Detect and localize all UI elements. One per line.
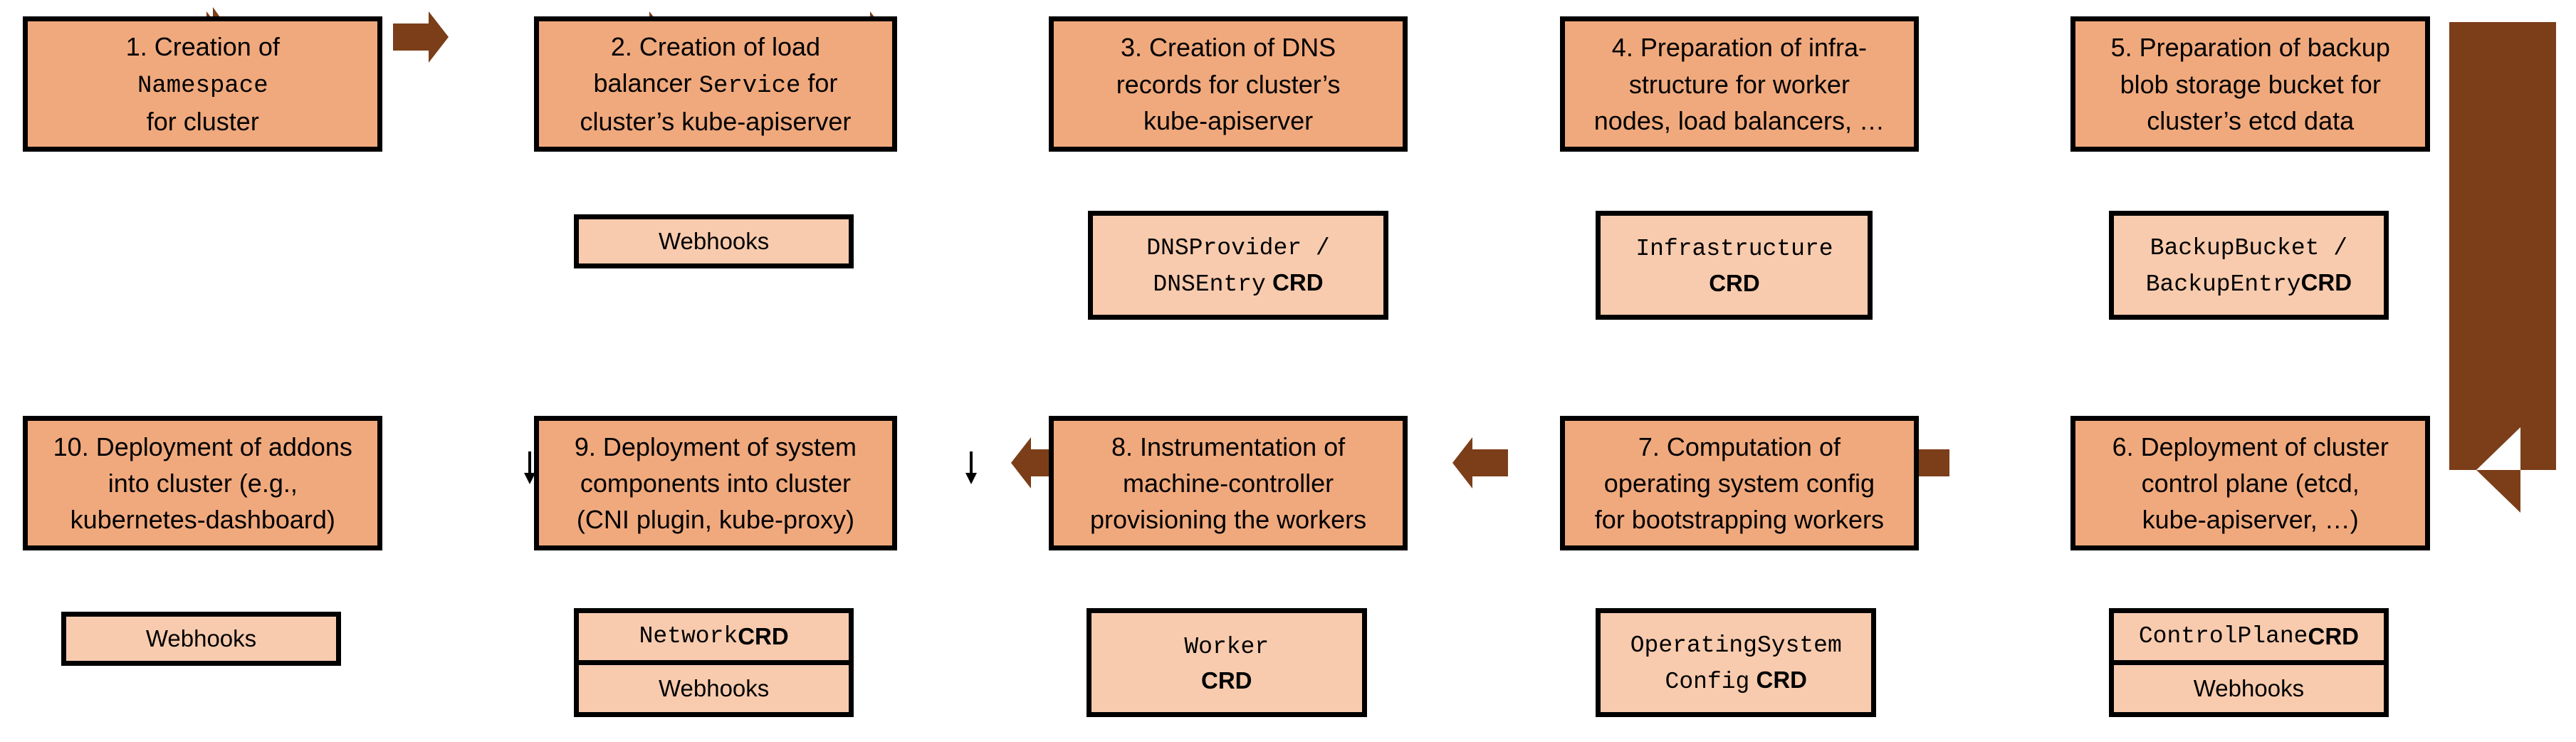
crd-4-line-2: CRD [1709, 270, 1760, 297]
crd-box-4-infrastructure[interactable]: Infrastructure CRD [1596, 211, 1873, 320]
step-2-text: 2. Creation of load balancer Service for… [575, 28, 857, 140]
crd-7-line-2b: CRD [1756, 666, 1808, 693]
step-box-2[interactable]: 2. Creation of load balancer Service for… [534, 16, 897, 152]
crd-4-line-1: Infrastructure [1635, 236, 1833, 263]
crd-5-line-2b: CRD [2300, 268, 2352, 296]
crd-box-6-controlplane[interactable]: ControlPlane CRD Webhooks [2108, 608, 2389, 718]
step-2-line-2b: Service [698, 72, 801, 100]
step-7-line-3: for bootstrapping workers [1594, 505, 1884, 534]
step-6-line-3: kube-apiserver, …) [2142, 505, 2359, 534]
step-6-text: 6. Deployment of cluster control plane (… [2107, 429, 2394, 538]
step-8-line-1: 8. Instrumentation of [1111, 432, 1346, 461]
step-8-line-2: machine-controller [1123, 468, 1334, 498]
crd-8-line-2: CRD [1201, 667, 1252, 694]
crd-cell-7-osc: OperatingSystem Config CRD [1601, 613, 1871, 712]
crd-5-line-2a: BackupEntry [2145, 271, 2301, 298]
crd-6-line-1a: ControlPlane [2138, 623, 2308, 650]
crd-7-line-2a: Config [1665, 668, 1750, 695]
step-7-line-2: operating system config [1603, 468, 1875, 498]
crd-box-2-webhooks[interactable]: Webhooks [573, 214, 854, 269]
step-box-8[interactable]: 8. Instrumentation of machine-controller… [1048, 415, 1408, 551]
step-2-line-1: 2. Creation of load [610, 31, 821, 61]
crd-cell-webhooks: Webhooks [579, 219, 849, 263]
crd-3-line-1: DNSProvider / [1146, 234, 1330, 261]
step-5-text: 5. Preparation of backup blob storage bu… [2105, 29, 2396, 138]
crd-cell-10-webhooks: Webhooks [66, 617, 337, 661]
step-5-line-2: blob storage bucket for [2120, 69, 2381, 99]
elbow-connector-5-to-6 [2449, 22, 2556, 513]
crd-7-line-1: OperatingSystem [1630, 632, 1842, 659]
step-4-text: 4. Preparation of infra- structure for w… [1588, 29, 1890, 138]
crd-box-10-webhooks[interactable]: Webhooks [61, 612, 342, 667]
step-box-7[interactable]: 7. Computation of operating system confi… [1559, 415, 1920, 551]
crd-cell-backup: BackupBucket / BackupEntryCRD [2114, 216, 2384, 315]
crd-9-line-1b: CRD [738, 623, 789, 650]
step-box-3[interactable]: 3. Creation of DNS records for cluster’s… [1048, 16, 1408, 152]
step-6-line-1: 6. Deployment of cluster [2112, 432, 2389, 461]
step-5-line-3: cluster’s etcd data [2147, 105, 2355, 135]
crd-5-line-1: BackupBucket / [2150, 234, 2348, 261]
step-8-line-3: provisioning the workers [1089, 505, 1367, 534]
step-1-line-1: 1. Creation of [125, 31, 280, 61]
step-9-text: 9. Deployment of system components into … [569, 429, 862, 538]
step-box-9[interactable]: 9. Deployment of system components into … [534, 415, 897, 551]
step-3-line-2: records for cluster’s [1116, 69, 1341, 99]
crd-cell-infrastructure: Infrastructure CRD [1601, 216, 1868, 315]
step-10-line-2: into cluster (e.g., [108, 468, 298, 498]
step-1-line-3: for cluster [146, 107, 259, 137]
step-3-line-3: kube-apiserver [1143, 105, 1314, 135]
crd-cell-6-controlplane: ControlPlane CRD [2114, 613, 2384, 660]
step-4-line-3: nodes, load balancers, … [1593, 105, 1885, 135]
step-box-1[interactable]: 1. Creation of Namespace for cluster [23, 16, 383, 152]
step-1-line-2: Namespace [137, 72, 268, 100]
crd-9-webhooks-label: Webhooks [658, 675, 770, 702]
crd-8-line-1: Worker [1184, 633, 1269, 660]
drop-arrowhead-6 [965, 473, 977, 484]
step-10-line-3: kubernetes-dashboard) [70, 505, 335, 534]
step-box-4[interactable]: 4. Preparation of infra- structure for w… [1559, 16, 1920, 152]
crd-cell-dns: DNSProvider / DNSEntry CRD [1093, 216, 1383, 315]
crd-cell-6-webhooks: Webhooks [2113, 660, 2384, 712]
crd-box-3-dns[interactable]: DNSProvider / DNSEntry CRD [1088, 211, 1388, 320]
step-2-line-2a: balancer [593, 68, 699, 98]
step-10-line-1: 10. Deployment of addons [53, 432, 352, 461]
block-arrow-2-3 [393, 11, 449, 63]
step-2-line-2c: for [800, 68, 838, 98]
step-5-line-1: 5. Preparation of backup [2110, 33, 2390, 63]
step-9-line-3: (CNI plugin, kube-proxy) [576, 505, 855, 534]
crd-3-line-2a: DNSEntry [1153, 271, 1266, 298]
step-3-text: 3. Creation of DNS records for cluster’s… [1111, 29, 1346, 138]
step-9-line-2: components into cluster [580, 468, 852, 498]
step-8-text: 8. Instrumentation of machine-controller… [1084, 429, 1372, 538]
step-6-line-2: control plane (etcd, [2141, 468, 2360, 498]
step-4-line-2: structure for worker [1628, 69, 1850, 99]
step-box-5[interactable]: 5. Preparation of backup blob storage bu… [2070, 16, 2431, 152]
crd-cell-9-network: Network CRD [579, 613, 849, 660]
step-box-10[interactable]: 10. Deployment of addons into cluster (e… [23, 415, 383, 551]
crd-box-9-network[interactable]: Network CRD Webhooks [573, 608, 854, 718]
crd-cell-9-webhooks: Webhooks [578, 660, 849, 712]
crd-2-webhooks-label: Webhooks [658, 228, 770, 255]
crd-10-webhooks-label: Webhooks [145, 625, 257, 652]
crd-3-line-2b: CRD [1272, 268, 1324, 296]
crd-box-5-backup[interactable]: BackupBucket / BackupEntryCRD [2108, 211, 2389, 320]
crd-box-8-worker[interactable]: Worker CRD [1086, 608, 1367, 718]
step-1-text: 1. Creation of Namespace for cluster [120, 28, 286, 140]
crd-9-line-1a: Network [639, 623, 738, 650]
crd-cell-8-worker: Worker CRD [1091, 613, 1362, 712]
crd-6-webhooks-label: Webhooks [2193, 675, 2305, 702]
crd-box-7-osc[interactable]: OperatingSystem Config CRD [1596, 608, 1877, 718]
crd-6-line-1b: CRD [2308, 623, 2359, 650]
step-3-line-1: 3. Creation of DNS [1121, 33, 1336, 63]
block-arrow-7-8 [1452, 437, 1508, 488]
step-10-text: 10. Deployment of addons into cluster (e… [48, 429, 358, 538]
step-9-line-1: 9. Deployment of system [574, 432, 857, 461]
step-2-line-3: cluster’s kube-apiserver [580, 107, 852, 137]
step-7-line-1: 7. Computation of [1638, 432, 1841, 461]
step-4-line-1: 4. Preparation of infra- [1611, 33, 1867, 63]
step-7-text: 7. Computation of operating system confi… [1589, 429, 1890, 538]
step-box-6[interactable]: 6. Deployment of cluster control plane (… [2070, 415, 2431, 551]
